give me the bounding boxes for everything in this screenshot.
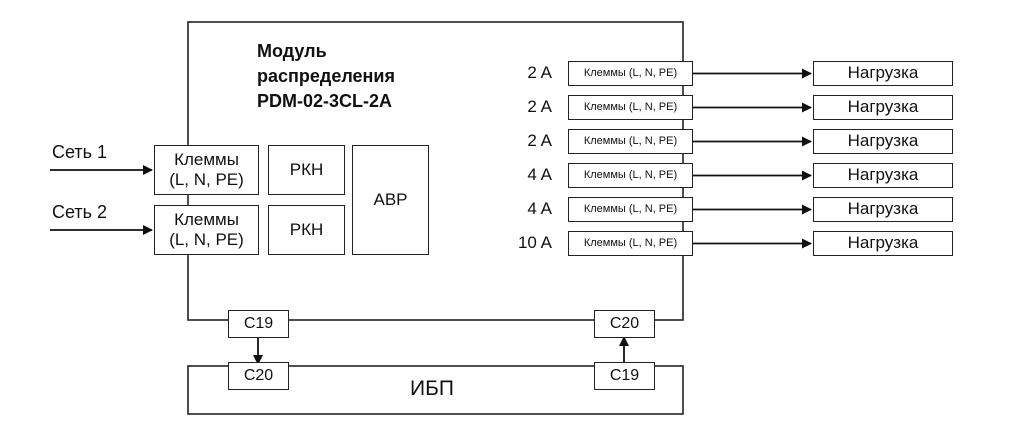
ups-label: ИБП [410, 377, 454, 400]
rkn-box-1: РКН [268, 145, 345, 195]
output-current-label: 2 A [527, 63, 552, 82]
load-box: Нагрузка [813, 129, 953, 154]
load-box: Нагрузка [813, 231, 953, 256]
terminal-line: (L, N, PE) [169, 230, 244, 249]
ups-outline [187, 365, 684, 415]
output-current-label: 10 A [517, 233, 552, 252]
output-current-label: 2 A [527, 97, 552, 116]
output-current-label: 4 A [527, 199, 552, 218]
load-box: Нагрузка [813, 95, 953, 120]
load-box: Нагрузка [813, 197, 953, 222]
output-current-label: 2 A [527, 131, 552, 150]
output-terminal: Клеммы (L, N, PE) [568, 197, 693, 222]
rkn-box-2: РКН [268, 205, 345, 255]
avr-box: АВР [352, 145, 429, 255]
output-current-label: 4 A [527, 165, 552, 184]
input-terminal-1: Клеммы (L, N, PE) [154, 145, 259, 195]
output-terminal: Клеммы (L, N, PE) [568, 95, 693, 120]
terminal-line: Клеммы [174, 149, 239, 169]
output-terminal: Клеммы (L, N, PE) [568, 231, 693, 256]
module-connector-c20: С20 [594, 310, 655, 338]
input-label-1: Сеть 1 [52, 142, 108, 162]
output-terminal: Клеммы (L, N, PE) [568, 129, 693, 154]
terminal-line: Клеммы [174, 209, 239, 229]
input-terminal-2: Клеммы (L, N, PE) [154, 205, 259, 255]
output-terminal: Клеммы (L, N, PE) [568, 61, 693, 86]
ups-connector-c20: С20 [228, 362, 289, 390]
input-label-2: Сеть 2 [52, 202, 108, 222]
load-box: Нагрузка [813, 61, 953, 86]
load-box: Нагрузка [813, 163, 953, 188]
module-title-line: распределения [257, 66, 395, 86]
output-terminal: Клеммы (L, N, PE) [568, 163, 693, 188]
ups-connector-c19: С19 [594, 362, 655, 390]
module-connector-c19: С19 [228, 310, 289, 338]
module-title: Модуль распределения PDM-02-3CL-2A [257, 39, 395, 114]
terminal-line: (L, N, PE) [169, 170, 244, 189]
module-title-line: Модуль [257, 41, 327, 61]
module-title-line: PDM-02-3CL-2A [257, 91, 393, 111]
